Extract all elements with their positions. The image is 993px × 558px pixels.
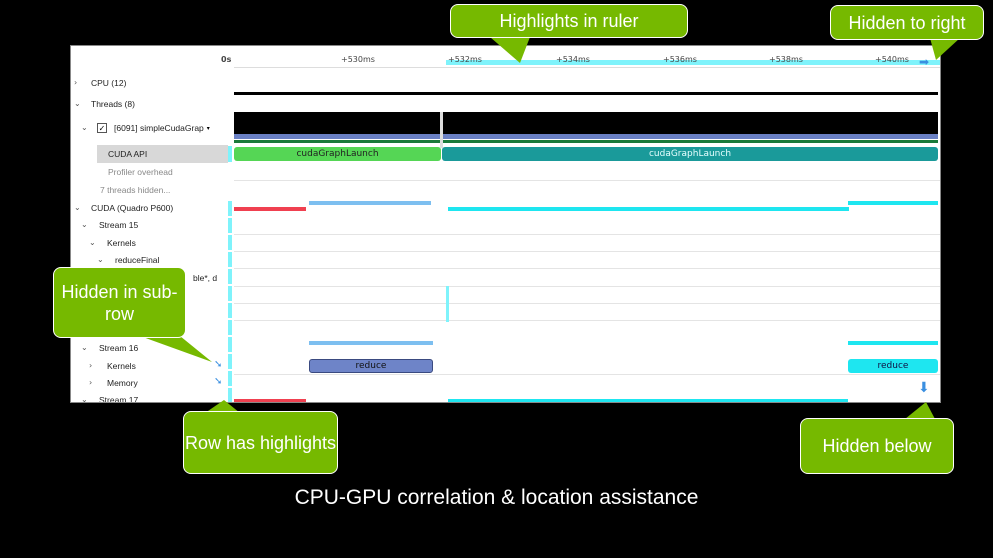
callout-hidden-in-sub-row: Hidden in sub-row	[53, 267, 186, 338]
row-process[interactable]: [6091] simpleCudaGrap	[114, 123, 204, 133]
kernel-bar[interactable]	[848, 341, 938, 345]
arrow-down-right-icon[interactable]: ➘	[214, 359, 223, 370]
row-divider	[234, 180, 940, 181]
row-highlight-marker	[228, 201, 232, 402]
process-checkbox[interactable]: ✓	[97, 123, 107, 133]
row-divider	[234, 374, 940, 375]
chevron-right-icon[interactable]: ›	[89, 378, 93, 387]
row-divider	[234, 303, 940, 304]
callout-highlights-in-ruler: Highlights in ruler	[450, 4, 688, 38]
ruler-tick: +534ms	[556, 55, 590, 64]
row-cpu[interactable]: CPU (12)	[91, 78, 127, 88]
chevron-down-icon[interactable]: ⌄	[81, 123, 88, 132]
chevron-down-icon[interactable]: ⌄	[74, 99, 81, 108]
correlation-line	[440, 112, 443, 148]
thread-os-bar	[234, 134, 938, 139]
row-divider	[234, 286, 940, 287]
kernel-bar[interactable]	[448, 399, 848, 402]
slide-caption: CPU-GPU correlation & location assistanc…	[294, 486, 699, 509]
cpu-usage-graph	[234, 92, 938, 95]
threads-hidden-link[interactable]: 7 threads hidden...	[100, 185, 171, 195]
row-kernels-15[interactable]: Kernels	[107, 238, 136, 248]
chevron-down-icon[interactable]: ⌄	[89, 238, 96, 247]
chevron-down-icon[interactable]: ⌄	[81, 395, 88, 403]
kernel-bar	[446, 286, 449, 322]
process-row[interactable]: [6091] simpleCudaGrap ▾	[114, 123, 210, 133]
memcpy-bar[interactable]	[234, 207, 306, 211]
chevron-down-icon[interactable]: ⌄	[81, 343, 88, 352]
dropdown-icon[interactable]: ▾	[206, 124, 210, 132]
row-highlight-marker	[228, 146, 232, 162]
row-reduce-final[interactable]: reduceFinal	[115, 255, 160, 265]
kernel-reduce[interactable]: reduce	[848, 359, 938, 373]
callout-hidden-to-right: Hidden to right	[830, 5, 984, 40]
arrow-down-right-icon[interactable]: ➘	[214, 376, 223, 387]
chevron-right-icon[interactable]: ›	[74, 78, 78, 87]
arrow-down-icon[interactable]: ⬇	[918, 380, 930, 396]
memcpy-bar[interactable]	[309, 201, 431, 205]
row-threads[interactable]: Threads (8)	[91, 99, 135, 109]
chevron-right-icon[interactable]: ›	[89, 361, 93, 370]
chevron-down-icon[interactable]: ⌄	[97, 255, 104, 264]
memcpy-bar[interactable]	[234, 399, 306, 402]
chevron-down-icon[interactable]: ⌄	[81, 220, 88, 229]
memcpy-bar[interactable]	[309, 341, 433, 345]
ruler-tick: +538ms	[769, 55, 803, 64]
thread-state-bar	[234, 112, 938, 134]
ruler-tick: +536ms	[663, 55, 697, 64]
row-stream-15[interactable]: Stream 15	[99, 220, 139, 230]
row-divider	[234, 320, 940, 321]
row-kernels-16[interactable]: Kernels	[107, 361, 136, 371]
row-profiler-overhead[interactable]: Profiler overhead	[108, 167, 173, 177]
ruler-tick: +532ms	[448, 55, 482, 64]
row-cuda-device[interactable]: CUDA (Quadro P600)	[91, 203, 174, 213]
ruler-tick: +530ms	[341, 55, 375, 64]
row-cuda-api[interactable]: CUDA API	[108, 149, 148, 159]
ruler-tick: 0s	[221, 55, 232, 64]
api-call-cudaGraphLaunch[interactable]: cudaGraphLaunch	[442, 147, 938, 161]
row-divider	[234, 234, 940, 235]
timeline-ruler[interactable]	[234, 46, 940, 68]
api-call-cudaGraphLaunch[interactable]: cudaGraphLaunch	[234, 147, 441, 161]
kernel-bar[interactable]	[448, 207, 849, 211]
timeline-window: 0s +530ms +532ms +534ms +536ms +538ms +5…	[70, 45, 941, 403]
ruler-tick: +540ms	[875, 55, 909, 64]
row-divider	[234, 268, 940, 269]
thread-cuda-bar	[234, 140, 938, 143]
callout-hidden-below: Hidden below	[800, 418, 954, 474]
row-stream-17[interactable]: Stream 17	[99, 395, 139, 403]
row-cuda-api-selected[interactable]	[97, 145, 228, 163]
kernel-bar[interactable]	[848, 201, 938, 205]
chevron-down-icon[interactable]: ⌄	[74, 203, 81, 212]
ruler-highlight	[446, 60, 940, 65]
row-divider	[234, 251, 940, 252]
row-stream-16[interactable]: Stream 16	[99, 343, 139, 353]
row-kernel-signature[interactable]: ble*, d	[193, 273, 218, 283]
kernel-reduce[interactable]: reduce	[309, 359, 433, 373]
callout-row-has-highlights: Row has highlights	[183, 411, 338, 474]
arrow-right-icon[interactable]: ➡	[919, 55, 930, 69]
row-memory-16[interactable]: Memory	[107, 378, 138, 388]
